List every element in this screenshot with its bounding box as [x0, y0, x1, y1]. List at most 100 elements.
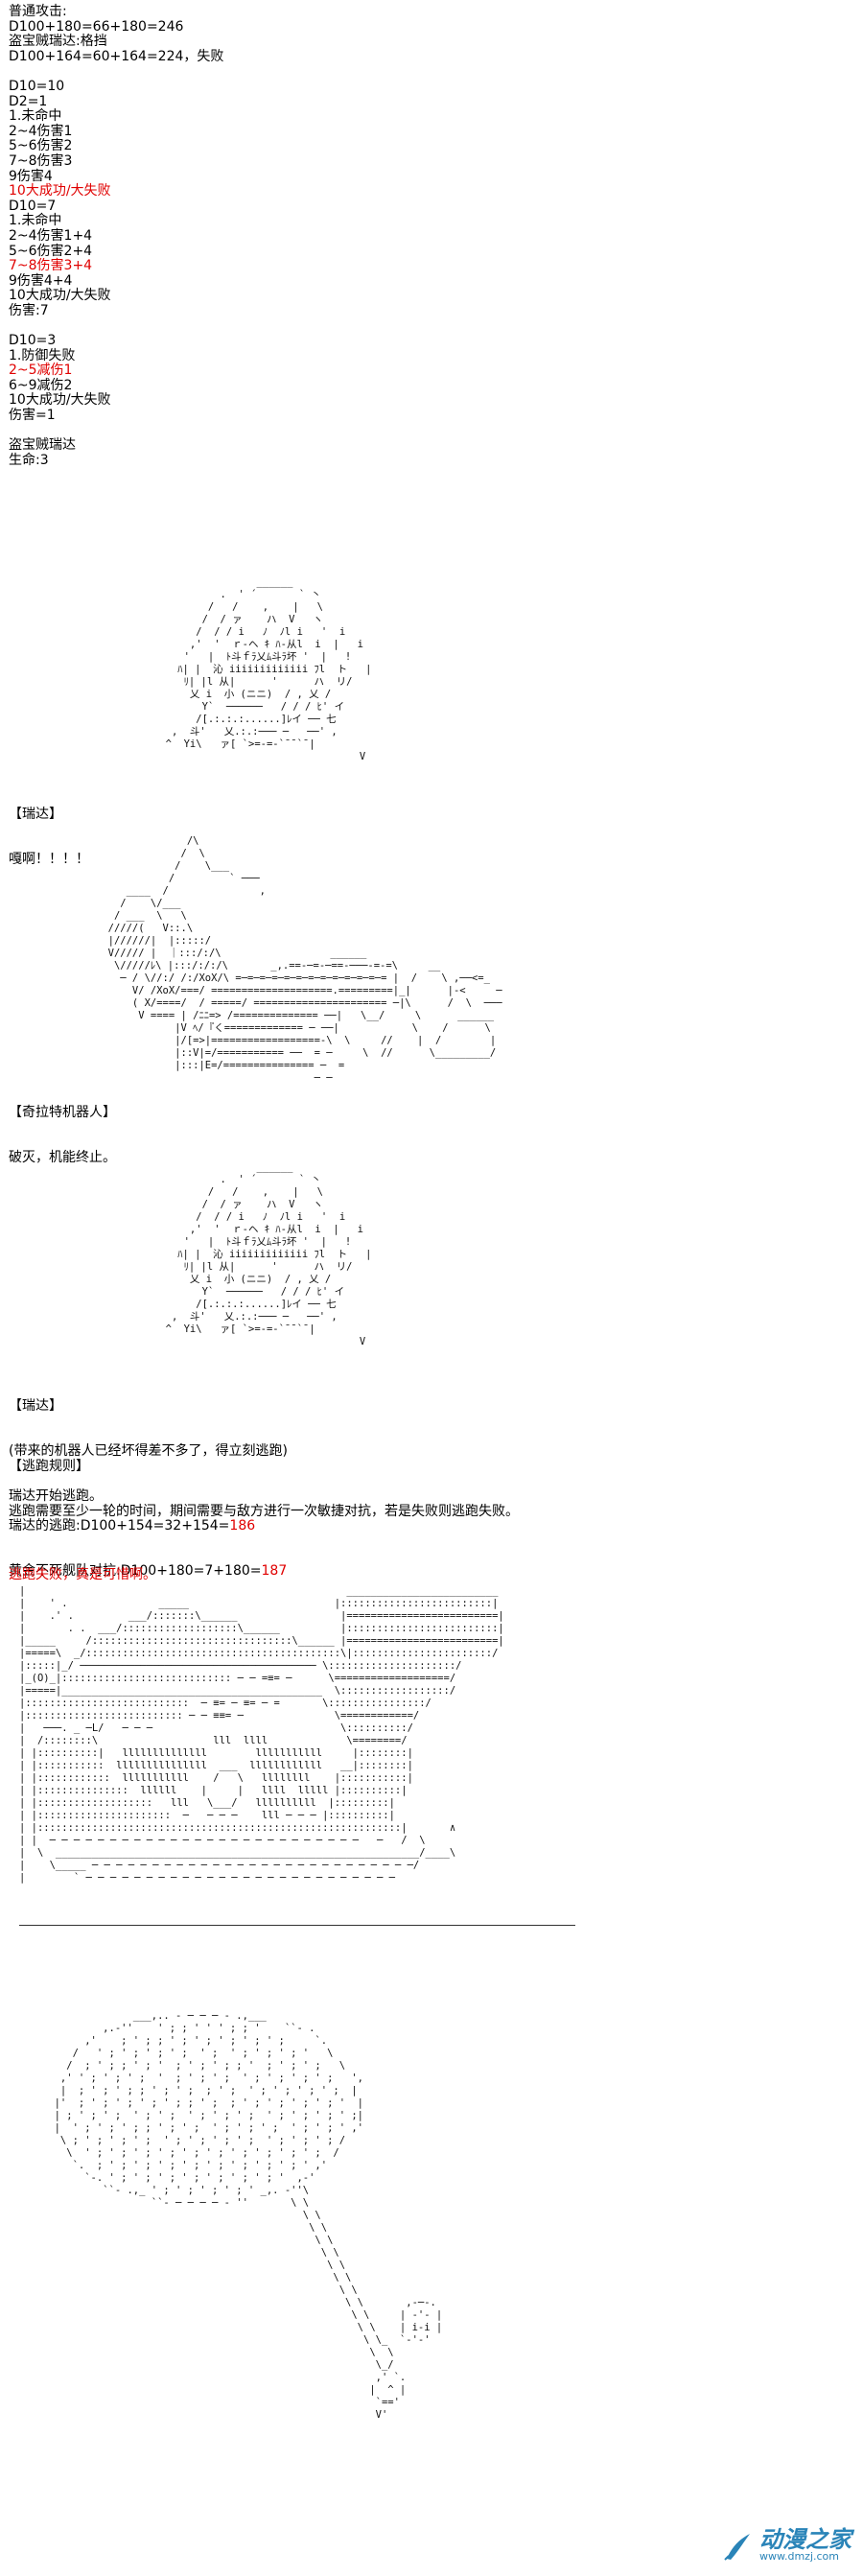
ascii-line: | ^ | — [24, 2384, 407, 2396]
ascii-art-robot: /\ / \ / \___ / ` ─── ____ / , / \/___ /… — [96, 810, 502, 1110]
ascii-art-ryda-face: ______ . ' ´ ` 丶 / / , | \ / / ァ ハ V ヽ /… — [153, 551, 372, 788]
ascii-line: ,' ; ' ; ; ' ; ' ; ' ; ' ; ' ; `. — [24, 2035, 328, 2047]
ascii-line: / / ァ ハ V ヽ — [153, 1199, 323, 1210]
roll-line: 10大成功/大失败 — [9, 288, 111, 304]
ascii-line: \ ' ; ' ; ' ; ' ; ' ; ' ; ' ; ' ; ' ; ' … — [24, 2147, 339, 2159]
ascii-line: 乂 i 小 (ニニ) / , 乂 / — [153, 689, 332, 700]
ascii-line: | _________________________ — [19, 1585, 499, 1597]
speaker-label: 【奇拉特机器人】 — [9, 1105, 116, 1121]
ascii-line: \ \ — [24, 2260, 346, 2271]
ascii-line: |/[=>|==================-\ \ // | / | — [96, 1035, 497, 1046]
ascii-line: , 斗' 乂.:.:─── ─ ──' , — [153, 1311, 338, 1323]
ship-baseline — [19, 1925, 575, 1926]
ascii-line: ``- ─ ─ ─ ─ - '' \ \ — [24, 2197, 310, 2209]
roll-line: 盗宝贼瑞达:格挡 — [9, 34, 107, 50]
ascii-line: ( X/====/ / =====/ =====================… — [96, 997, 502, 1009]
ascii-line: |:::|E=/=============== ─ = — [96, 1060, 345, 1071]
ryda-escape-roll: 瑞达的逃跑:D100+154=32+154=186 — [9, 1518, 256, 1534]
ascii-line: ' | ﾄ斗ｆﾗ乂ﾑ斗ﾗ坏 ' | ! — [153, 1236, 352, 1248]
result-line: 逃跑失败，真是可惜啊。 — [9, 1567, 156, 1583]
dialogue-line: 破灭，机能终止。 — [9, 1149, 116, 1165]
ascii-line: | ' ; ' ; ' ; ; ' ; ' ; ' ; ' ; ' ; ' ; … — [24, 2122, 364, 2134]
ascii-line: |:::::|_/ ──────────────────────────────… — [19, 1660, 462, 1672]
ascii-art-rope: ___,.. - ─ ─ ─ - .,___ ,.-'' ' ; ; ' ' '… — [24, 1985, 443, 2447]
ascii-line: \_/ — [24, 2359, 394, 2371]
ascii-line: | /::::::::\ lll llll \========/ — [19, 1735, 408, 1746]
ascii-line: / / / i ﾉ ﾉl i ' i — [153, 626, 346, 638]
ascii-line: V///// | ｜:::/:/\ ______ — [96, 948, 367, 959]
ascii-line: Y` ────── / / / ﾋ' イ — [153, 1286, 345, 1298]
ascii-line: |_(O)_|:::::::::::::::::::::::::::: ─ ─ … — [19, 1673, 456, 1684]
roll-line: D10=10 — [9, 78, 65, 94]
ascii-line: . ' ´ ` 丶 — [153, 1174, 321, 1185]
ascii-line: ﾘ| |l 从| ' ハ リ/ — [153, 676, 353, 688]
roll-line: 10大成功/大失败 — [9, 183, 111, 199]
ascii-line: / \ — [96, 848, 205, 859]
ascii-line: | \_____ ─ ─ ─ ─ ─ ─ ─ ─ ─ ─ ─ ─ ─ ─ ─ ─… — [19, 1860, 420, 1871]
ascii-line: ,' ' ｒ-ヘ ｷ ﾊ-从l i | i — [153, 1224, 364, 1235]
ascii-line: / / / i ﾉ ﾉl i ' i — [153, 1211, 346, 1223]
ascii-line: ___,.. - ─ ─ ─ - .,___ — [24, 2010, 267, 2022]
ascii-line: |:::::::::::::::::::::::::: ─ ─ ≡≡= ─ \=… — [19, 1710, 420, 1721]
dialogue-robot: 【奇拉特机器人】 破灭，机能终止。 — [9, 1076, 116, 1196]
ascii-line: /////( V::.\ — [96, 923, 194, 934]
ascii-line: |//////| |:::::/ — [96, 935, 212, 947]
roll-line: 1.未命中 — [9, 213, 62, 229]
roll-line: D100+180=66+180=246 — [9, 18, 184, 35]
ascii-line: / ___ \ \ — [96, 910, 187, 922]
dialogue-ryda-1: 【瑞达】 嘎啊！！！！ — [9, 778, 89, 898]
roll-line: 1.未命中 — [9, 108, 62, 125]
roll-line: 10大成功/大失败 — [9, 392, 111, 409]
ascii-line: ─ ─ — [96, 1072, 333, 1084]
watermark-main: 动漫之家 — [759, 2526, 851, 2553]
dialogue-line: (带来的机器人已经坏得差不多了，得立刻逃跑) — [9, 1442, 288, 1459]
ascii-line: | ; ' ; ' ; ; ' ; ' ; ; ' ; ' ; ' ; ' ; … — [24, 2085, 358, 2096]
fleet-contest-roll: 黄金不死舰队对抗:D100+180=7+180=187 — [9, 1562, 288, 1579]
ascii-line: , 斗' 乂.:.:─── ─ ──' , — [153, 726, 338, 738]
roll-line: 7~8伤害3 — [9, 152, 73, 169]
ascii-line: | |::::::::::::::: llllll | | llll lllll… — [19, 1785, 408, 1796]
ascii-line: | |::::::::::: lllllllllllllll ___ lllll… — [19, 1760, 413, 1771]
ascii-line: |V ﾍ/『く============= ─ ──| \ / \ — [96, 1022, 491, 1034]
ascii-line: | |::::::::::::::::::: lll \___/ lllllll… — [19, 1797, 395, 1809]
ascii-line: | |::::::::::| llllllllllllll llllllllll… — [19, 1747, 413, 1759]
ascii-line: |::::::::::::::::::::::::::: ─ ≡= ─ ≡= ─… — [19, 1698, 432, 1709]
ascii-line: |_____ /::::::::::::::::::::::::::::::::… — [19, 1635, 504, 1647]
ascii-line: /\ — [96, 835, 199, 847]
ascii-line: / ; ' ; ; ' ; ' ; ' ; ' ; ; ' ; ' ; ' ; … — [24, 2060, 346, 2072]
ascii-line: ,.-'' ' ; ; ' ' ' ; ; ' ``- . — [24, 2023, 315, 2034]
roll-line: 9伤害4+4 — [9, 272, 73, 289]
roll-line: 伤害=1 — [9, 408, 56, 424]
ascii-line: | |:::::::::::::::::::::::::::::::::::::… — [19, 1822, 456, 1834]
ascii-line: \ \ ,-─-. — [24, 2297, 436, 2308]
ascii-line: |::V|=/=========== ── = ─ \ // \________… — [96, 1047, 497, 1059]
ascii-art-ryda-face-2: ______ . ' ´ ` 丶 / / , | \ / / ァ ハ V ヽ /… — [153, 1136, 372, 1373]
ascii-line: \ \ | i-i | — [24, 2322, 443, 2333]
ascii-line: ``- .,_ ' ; ' ; ' ; ' ; ' _,. -''\ — [24, 2185, 310, 2196]
ascii-line: | ` ─ ─ ─ ─ ─ ─ ─ ─ ─ ─ ─ ─ ─ ─ ─ ─ ─ ─ … — [19, 1872, 395, 1884]
site-watermark: 动漫之家 www.dmzj.com — [721, 2528, 851, 2563]
rule-title: 【逃跑规则】 — [9, 1459, 89, 1475]
ascii-line: / \___ — [96, 860, 230, 872]
roll-line: 2~4伤害1 — [9, 123, 73, 139]
ascii-line: \ \ — [24, 2272, 352, 2283]
ascii-line: | | ─ ─ ─ ─ ─ ─ ─ ─ ─ ─ ─ ─ ─ ─ ─ ─ ─ ─ … — [19, 1835, 426, 1846]
ascii-line: \ \ — [24, 2284, 358, 2296]
ascii-line: / \/___ — [96, 898, 181, 909]
ascii-line: ,' ' ; ' ; ' ; ' ; ' ; ' ; ' ; ' ; ' ; '… — [24, 2073, 364, 2084]
dialogue-ryda-2: 【瑞达】 (带来的机器人已经坏得差不多了，得立刻逃跑) 瑞达开始逃跑。 — [9, 1370, 288, 1534]
ascii-line: V ==== | /ﾆﾆ=> /============== ──| \__/ … — [96, 1010, 495, 1021]
roll-line: D10=7 — [9, 198, 57, 214]
dialogue-line: 嘎啊！！！！ — [9, 851, 89, 867]
roll-line: 7~8伤害3+4 — [9, 258, 93, 274]
roll-line: 6~9减伤2 — [9, 377, 73, 393]
dialogue-line: 瑞达开始逃跑。 — [9, 1487, 103, 1504]
ascii-line: 乂 i 小 (ニニ) / , 乂 / — [153, 1274, 332, 1285]
ascii-line: ─ / \//:/ /:/XoX/\ =─=─=─=─=─=─=─=─=─=─=… — [96, 972, 490, 984]
brush-logo-icon — [724, 2534, 750, 2561]
roll-line: 1.防御失败 — [9, 347, 76, 363]
roll-line: D100+164=60+164=224，失败 — [9, 48, 224, 64]
ascii-line: ,' ' ｒ-ヘ ｷ ﾊ-从l i | i — [153, 639, 364, 650]
